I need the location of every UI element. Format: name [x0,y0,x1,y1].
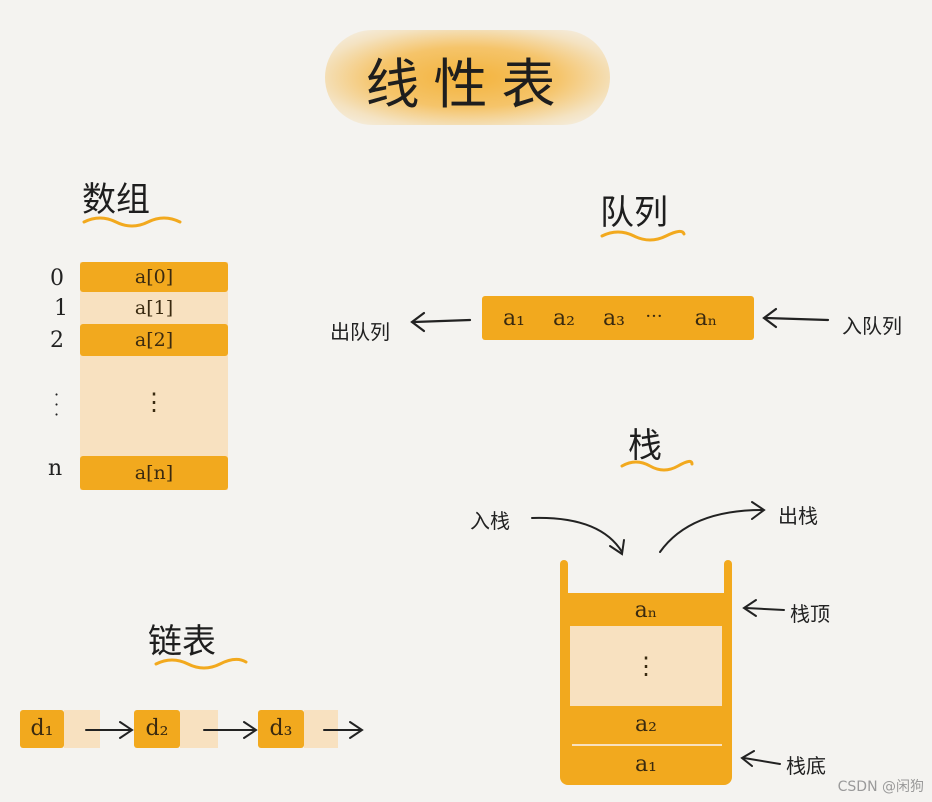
linked-list-node-1: d₁ [20,710,64,748]
queue-bar [482,296,754,340]
title-highlight [325,30,610,125]
array-body [80,262,228,490]
stack-top-arrow-icon [742,599,785,617]
array-index-1: 1 [54,296,68,321]
stack-right-rim [724,560,732,598]
stack-push-arrow-icon [531,516,625,556]
linked-list-node-2: d₂ [134,710,180,748]
queue-item-3: a₃ [603,306,625,331]
linked-list-arrow-icon [203,721,258,739]
stack-heading: 栈 [628,426,662,466]
queue-item-ellipsis: ··· [645,306,663,327]
stack-bottom-label: 栈底 [786,754,826,778]
linked-list-arrow-icon [85,721,134,739]
page-title: 线性表 [365,53,570,116]
array-cell-0: a[0] [80,262,228,292]
queue-in-label: 入队列 [842,314,902,338]
queue-in-arrow-icon [762,307,830,329]
array-index-n: n [48,456,63,481]
queue-out-label: 出队列 [330,320,390,344]
queue-heading: 队列 [600,193,668,233]
array-index-0: 0 [50,266,64,291]
queue-out-arrow-icon [410,311,472,333]
queue-item-1: a₁ [503,306,525,331]
array-cell-n: a[n] [80,456,228,490]
stack-middle: ⋮ [570,626,722,706]
stack-pop-label: 出栈 [778,504,818,528]
stack-second-item: a₂ [635,712,657,737]
stack-left-rim [560,560,568,598]
array-index-dot: · [54,405,60,424]
linked-list-arrow-icon [323,721,364,739]
array-cell-1: a[1] [134,297,174,319]
array-cell-ellipsis: ⋮ [142,388,166,416]
queue-item-n: aₙ [694,306,718,331]
stack-push-label: 入栈 [470,509,510,533]
stack-opening [568,565,724,593]
array-index-dot: · [54,385,60,404]
stack-pop-arrow-icon [659,501,766,553]
linked-list-node-3: d₃ [258,710,304,748]
array-cell-2: a[2] [80,324,228,356]
array-index-dot: · [54,395,60,414]
linked-list-heading: 链表 [148,622,216,662]
stack-divider [572,744,722,746]
stack-top-item: aₙ [634,598,658,623]
stack-top-label: 栈顶 [790,602,830,626]
stack-bottom-item: a₁ [635,752,657,777]
array-index-dots: · · · [54,387,60,423]
stack-bottom-arrow-icon [740,750,781,767]
array-index-2: 2 [50,328,64,353]
watermark: CSDN @闲狗 [837,779,924,795]
queue-item-2: a₂ [553,306,575,331]
array-heading: 数组 [82,180,150,220]
